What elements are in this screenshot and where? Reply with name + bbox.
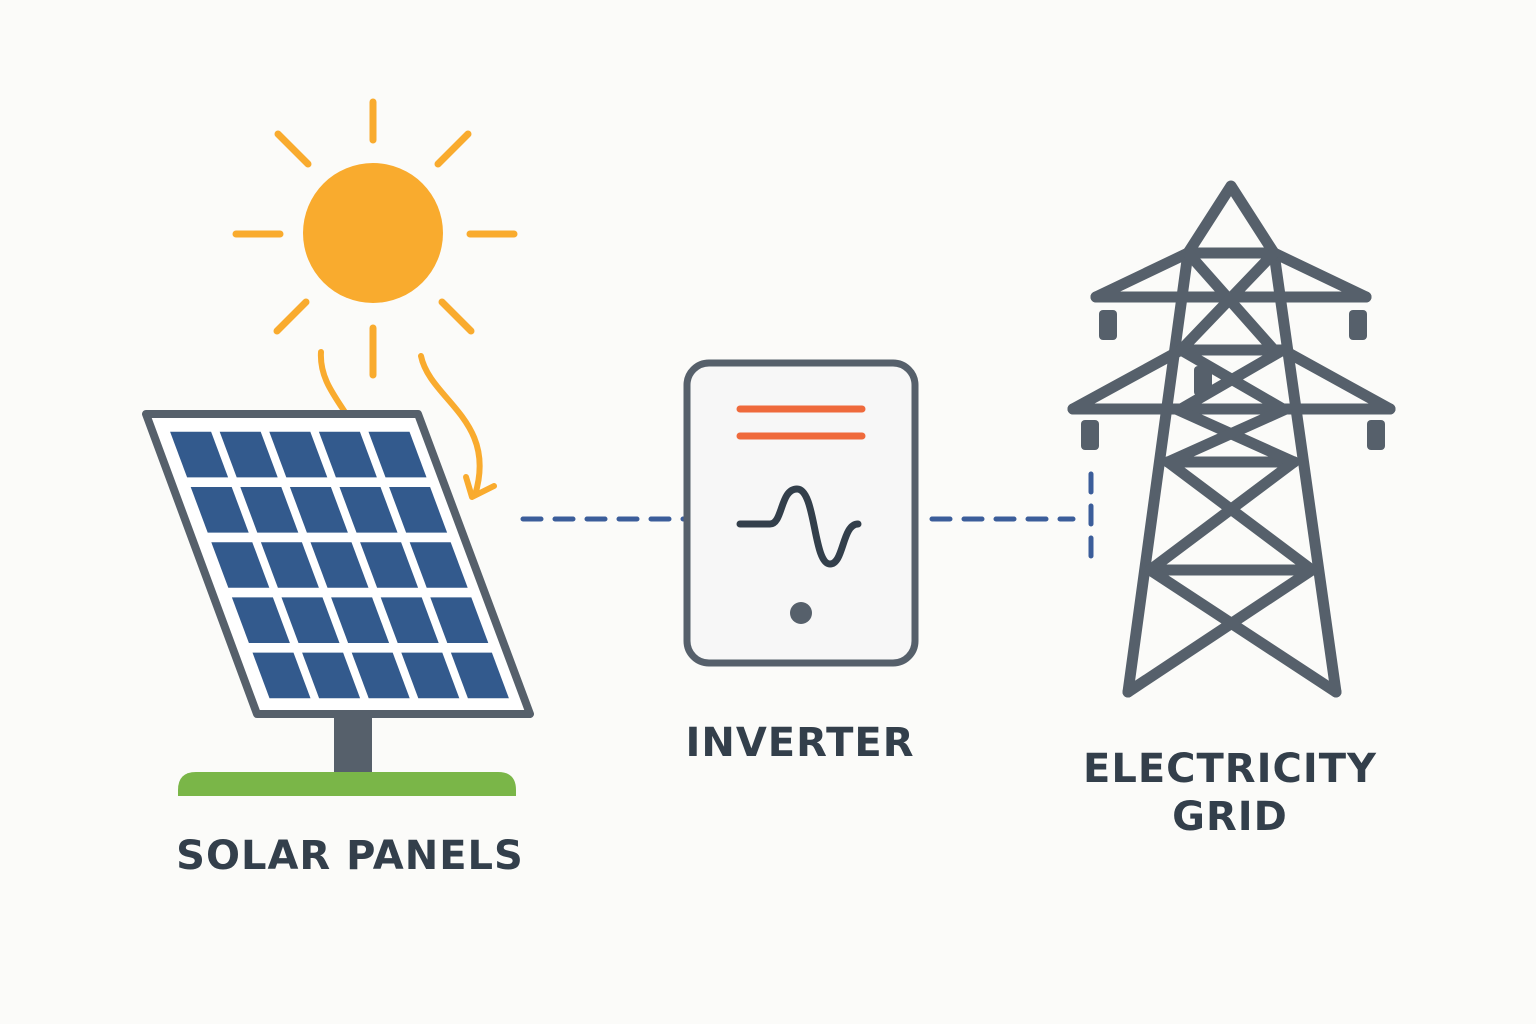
electricity-grid-label: ELECTRICITY GRID [1040, 745, 1420, 841]
solar-cell [269, 431, 328, 478]
solar-cell [252, 652, 311, 699]
solar-cell [360, 542, 419, 588]
inverter-icon [683, 359, 919, 667]
sine-wave-icon [736, 485, 862, 568]
panel-post [334, 712, 372, 774]
solar-cell [302, 652, 361, 699]
solar-cell [289, 487, 348, 533]
solar-cell [170, 431, 229, 478]
solar-cell [351, 652, 410, 699]
electricity-grid-label-line1: ELECTRICITY [1083, 746, 1377, 792]
solar-cell [339, 487, 398, 533]
solar-cell [401, 652, 460, 699]
solar-cell [430, 597, 489, 643]
solar-cell [450, 652, 509, 699]
inverter-indicator [790, 602, 812, 624]
solar-cell [281, 597, 340, 643]
solar-cell [231, 597, 290, 643]
ground [178, 772, 516, 796]
tower-insulators [1081, 310, 1385, 450]
inverter-label: INVERTER [685, 720, 915, 766]
solar-cell [318, 431, 377, 478]
solar-cell [380, 597, 439, 643]
solar-cell [331, 597, 390, 643]
sun-icon [232, 98, 518, 379]
ac-connector-line [929, 471, 1094, 568]
solar-cell [368, 431, 427, 478]
solar-cell [409, 542, 468, 588]
transmission-tower-icon [1067, 180, 1396, 698]
solar-cell [260, 542, 319, 588]
solar-cell [219, 431, 278, 478]
solar-cell [240, 487, 299, 533]
solar-panel-icon [142, 410, 534, 796]
inverter-display-lines [736, 405, 866, 440]
solar-cell [310, 542, 369, 588]
solar-panels-label: SOLAR PANELS [176, 833, 524, 879]
electricity-grid-label-line2: GRID [1172, 794, 1288, 840]
solar-cell [211, 542, 270, 588]
panel-cells [170, 431, 509, 699]
solar-cell [389, 487, 448, 533]
solar-cell [190, 487, 249, 533]
